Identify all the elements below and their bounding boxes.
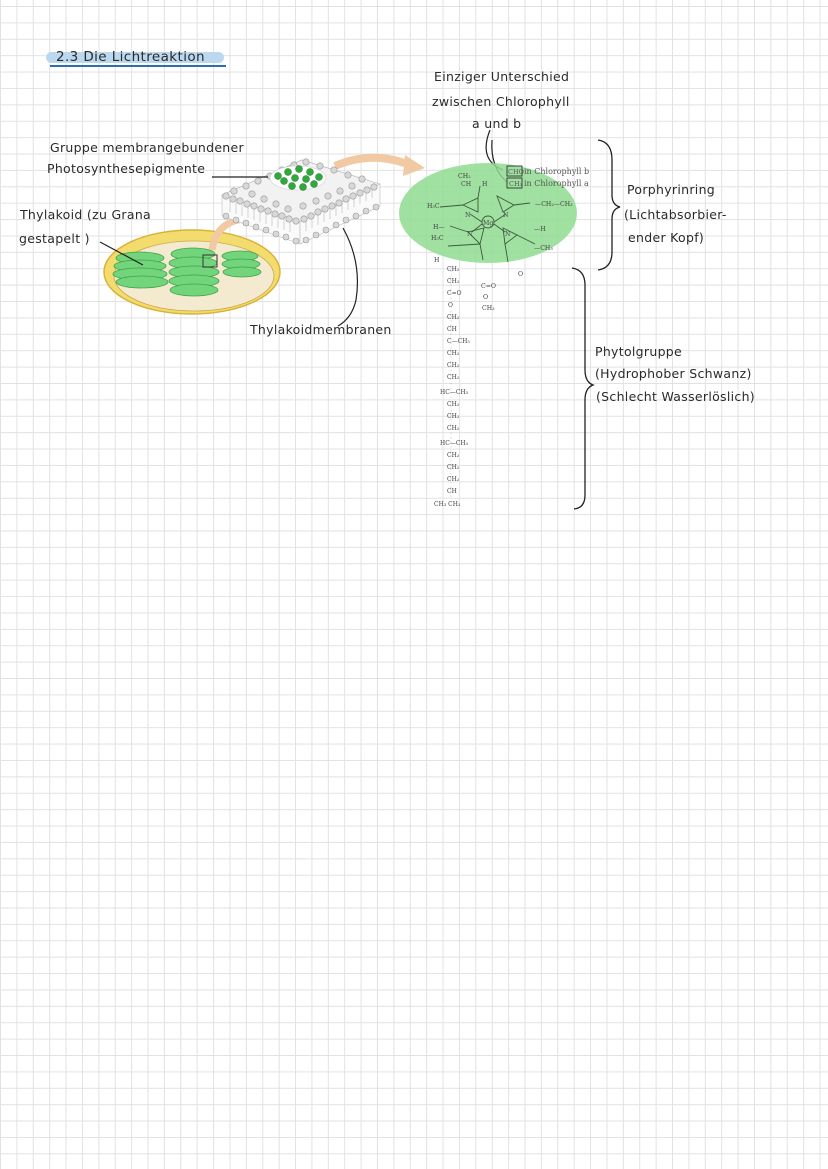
svg-text:CH₃: CH₃ <box>509 180 523 188</box>
svg-text:in Chlorophyll b: in Chlorophyll b <box>524 167 589 176</box>
svg-text:CH₂: CH₂ <box>447 266 460 273</box>
svg-text:CH₂: CH₂ <box>458 173 471 180</box>
svg-text:Mg: Mg <box>483 220 493 227</box>
label-difference-line2: zwischen Chlorophyll <box>432 94 570 109</box>
svg-text:in Chlorophyll a: in Chlorophyll a <box>524 179 589 188</box>
svg-text:CHO: CHO <box>508 168 524 176</box>
svg-text:O: O <box>483 294 488 301</box>
svg-text:—CH₃: —CH₃ <box>534 245 553 252</box>
svg-text:CH₂: CH₂ <box>447 425 460 432</box>
svg-text:—H: —H <box>534 226 546 233</box>
thylakoid-membrane-block <box>221 158 381 245</box>
label-difference-line3: a und b <box>472 116 522 131</box>
svg-text:CH₂: CH₂ <box>447 314 460 321</box>
svg-text:CH₃: CH₃ <box>482 305 495 312</box>
svg-text:CH₂: CH₂ <box>447 476 460 483</box>
porphyrin-brace <box>597 139 621 271</box>
title-underline <box>50 65 226 67</box>
svg-text:H₃C: H₃C <box>431 235 444 242</box>
svg-text:CH₂: CH₂ <box>447 362 460 369</box>
svg-text:CH₂: CH₂ <box>447 350 460 357</box>
svg-text:N: N <box>465 212 471 219</box>
svg-text:CH₂: CH₂ <box>447 278 460 285</box>
label-phytol-line2: (Hydrophober Schwanz) <box>595 366 752 381</box>
label-pigment-group-line2: Photosynthesepigmente <box>47 161 206 176</box>
svg-text:HC—CH₃: HC—CH₃ <box>440 389 469 396</box>
pointer-thylakoid <box>99 241 144 266</box>
phytol-tail: CH₂ CH₂ C=O O CH₂ CH C—CH₃ CH₂ CH₂ CH₂ H… <box>434 266 470 508</box>
arrow-head-molecule <box>403 155 425 176</box>
label-phytol-line3: (Schlecht Wasserlöslich) <box>596 389 755 404</box>
svg-text:N: N <box>467 231 473 238</box>
label-porphyrin-line1: Porphyrinring <box>627 182 716 197</box>
svg-text:CH₂: CH₂ <box>447 452 460 459</box>
title-block: 2.3 Die Lichtreaktion <box>46 49 226 67</box>
svg-text:CH: CH <box>461 181 472 188</box>
pointer-membranes <box>337 227 359 327</box>
svg-text:N: N <box>505 231 511 238</box>
label-phytol-line1: Phytolgruppe <box>595 344 683 359</box>
svg-text:HC—CH₃: HC—CH₃ <box>440 440 469 447</box>
svg-text:H₃C: H₃C <box>427 203 440 210</box>
svg-text:CH₂: CH₂ <box>447 413 460 420</box>
svg-text:O: O <box>448 302 453 309</box>
label-porphyrin-line2: (Lichtabsorbier- <box>624 207 727 222</box>
label-difference-line1: Einziger Unterschied <box>434 69 570 84</box>
svg-text:H—: H— <box>433 224 445 231</box>
svg-text:C—CH₃: C—CH₃ <box>447 338 470 345</box>
label-porphyrin-line3: ender Kopf) <box>628 230 705 245</box>
phytol-brace <box>571 267 595 510</box>
svg-text:N: N <box>503 212 509 219</box>
label-thylakoid-line2: gestapelt ) <box>19 231 90 246</box>
svg-text:CH₂: CH₂ <box>447 464 460 471</box>
svg-text:CH₂: CH₂ <box>447 374 460 381</box>
chloroplast-illustration <box>103 229 281 315</box>
svg-text:H: H <box>434 257 440 264</box>
arrow-to-molecule <box>333 153 412 170</box>
svg-text:CH₂: CH₂ <box>447 401 460 408</box>
label-thylakoid-membranes: Thylakoidmembranen <box>250 322 392 337</box>
svg-text:—CH₂—CH₃: —CH₂—CH₃ <box>535 201 573 208</box>
svg-text:C=O: C=O <box>481 283 496 290</box>
label-thylakoid-line1: Thylakoid (zu Grana <box>20 207 152 222</box>
svg-text:CH₃ CH₃: CH₃ CH₃ <box>434 501 461 508</box>
title-highlight <box>46 52 224 63</box>
svg-text:O: O <box>518 271 523 278</box>
porphyrin-ring-highlight <box>399 163 577 263</box>
page-title: 2.3 Die Lichtreaktion <box>56 49 205 65</box>
svg-text:CH: CH <box>447 326 457 333</box>
svg-text:CH: CH <box>447 488 457 495</box>
svg-text:C=O: C=O <box>447 290 462 297</box>
svg-text:H: H <box>482 181 488 188</box>
label-pigment-group-line1: Gruppe membrangebundener <box>50 140 244 155</box>
